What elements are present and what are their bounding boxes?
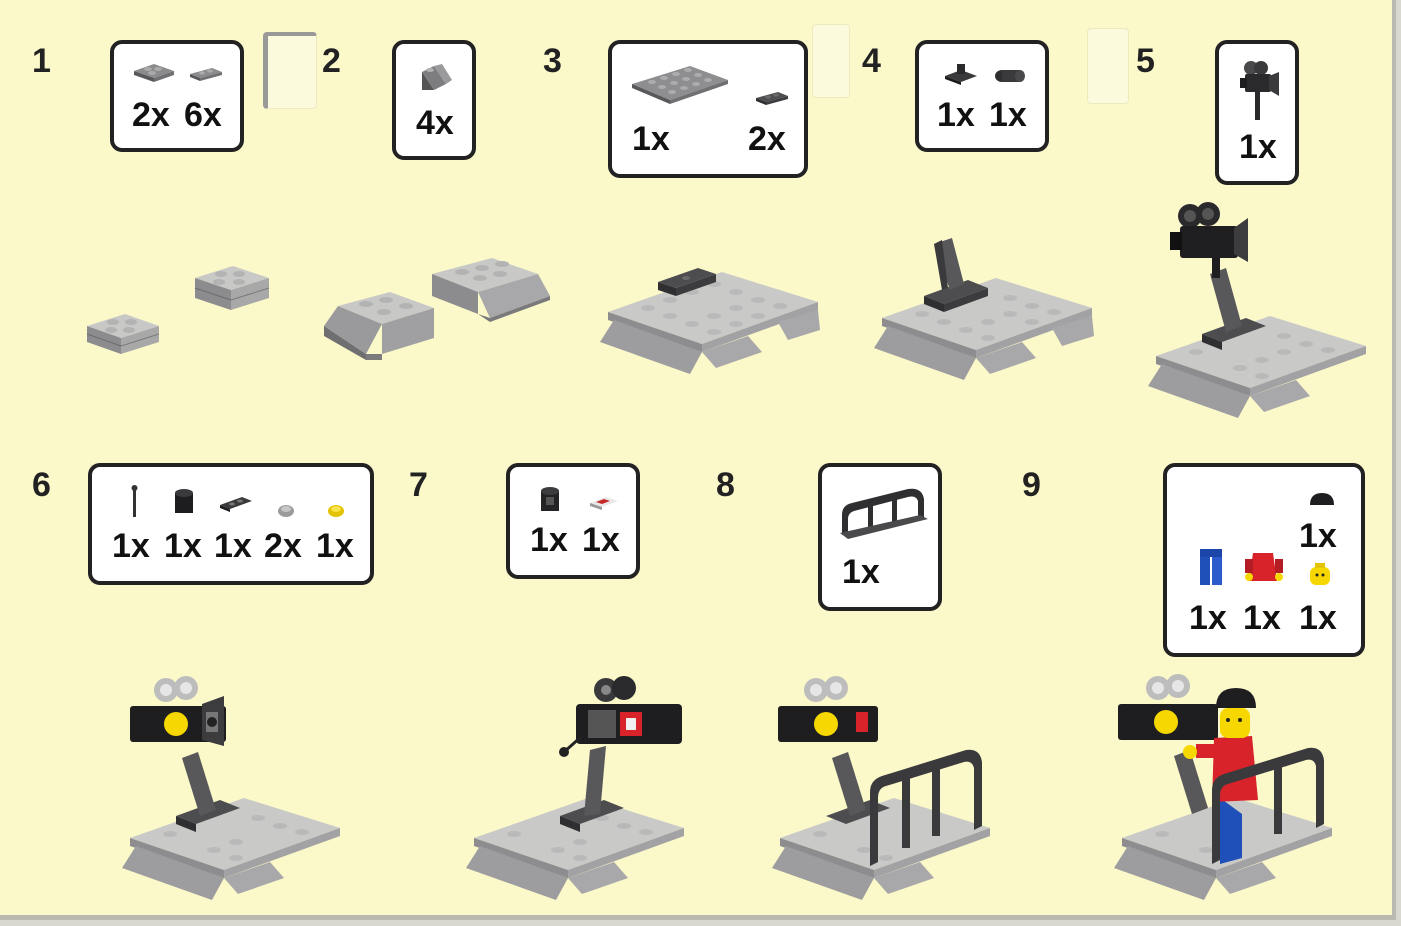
step-4-assembly-illustration	[872, 232, 1096, 382]
step-9-qty-torso: 1x	[1243, 601, 1281, 635]
plate-1x2-icon	[188, 66, 224, 84]
slope-brick-icon	[418, 62, 454, 92]
step-2-parts-box: 4x	[392, 40, 476, 160]
step-6-qty-round-yellow: 1x	[316, 529, 354, 563]
step-6-qty-round-grey: 2x	[264, 529, 302, 563]
step-1-qty-plate: 6x	[184, 98, 222, 132]
hinge-arm-icon	[993, 66, 1027, 86]
step-3-callout-marker	[812, 24, 850, 98]
step-9-assembly-illustration	[1112, 674, 1336, 904]
step-9-parts-box: 1x 1x 1x 1x	[1163, 463, 1365, 657]
step-3-qty-plate-small: 2x	[748, 122, 786, 156]
legs-blue-icon	[1197, 547, 1225, 589]
step-8-parts-box: 1x	[818, 463, 942, 611]
bar-icon	[130, 485, 140, 519]
step-5-parts-box: 1x	[1215, 40, 1299, 185]
step-1-parts-box: 2x 6x	[110, 40, 244, 152]
step-1-assembly-illustration	[85, 262, 275, 362]
tile-1x2-icon	[218, 495, 254, 513]
step-2-qty-slope: 4x	[416, 106, 454, 140]
step-7-parts-box: 1x 1x	[506, 463, 640, 579]
step-8-number: 8	[716, 468, 735, 502]
step-9-number: 9	[1022, 468, 1041, 502]
brick-2x2-icon	[132, 62, 176, 84]
step-6-number: 6	[32, 468, 51, 502]
step-7-qty-tile: 1x	[582, 523, 620, 557]
step-4-callout-marker	[1087, 28, 1129, 104]
step-1-number: 1	[32, 44, 51, 78]
step-5-assembly-illustration	[1146, 196, 1370, 422]
step-3-number: 3	[543, 44, 562, 78]
round-plate-yellow-icon	[326, 503, 346, 519]
step-4-parts-box: 1x 1x	[915, 40, 1049, 152]
head-yellow-icon	[1307, 563, 1333, 589]
step-2-assembly-illustration	[320, 256, 550, 372]
fence-railing-icon	[838, 485, 930, 541]
step-1-callout-marker	[263, 32, 317, 109]
step-6-assembly-illustration	[120, 676, 344, 904]
step-4-qty-hinge-arm: 1x	[989, 98, 1027, 132]
step-6-parts-box: 1x 1x 1x 2x 1x	[88, 463, 374, 585]
step-3-assembly-illustration	[598, 256, 822, 376]
step-6-qty-tile: 1x	[214, 529, 252, 563]
plate-6x8-icon	[630, 62, 730, 106]
step-5-number: 5	[1136, 44, 1155, 78]
printed-tile-icon	[588, 493, 620, 513]
step-3-qty-plate-large: 1x	[632, 122, 670, 156]
step-8-qty-railing: 1x	[842, 555, 880, 589]
plate-1x2-icon	[754, 90, 790, 108]
camera-icon	[1237, 58, 1283, 124]
step-9-qty-head: 1x	[1299, 601, 1337, 635]
step-1-qty-brick: 2x	[132, 98, 170, 132]
step-4-qty-hinge-plate: 1x	[937, 98, 975, 132]
step-4-number: 4	[862, 44, 881, 78]
step-7-qty-brick: 1x	[530, 523, 568, 557]
step-6-qty-brick: 1x	[164, 529, 202, 563]
step-2-number: 2	[322, 44, 341, 78]
torso-red-icon	[1245, 549, 1285, 589]
step-7-assembly-illustration	[464, 676, 688, 904]
cap-icon	[1307, 491, 1337, 507]
step-6-qty-bar: 1x	[112, 529, 150, 563]
round-plate-grey-icon	[276, 503, 296, 519]
brick-1x1-icon	[172, 487, 196, 517]
step-7-number: 7	[409, 468, 428, 502]
brick-with-clip-icon	[538, 485, 564, 515]
step-3-parts-box: 1x 2x	[608, 40, 808, 178]
hinge-plate-icon	[943, 62, 979, 86]
step-9-qty-legs: 1x	[1189, 601, 1227, 635]
step-9-qty-cap: 1x	[1299, 519, 1337, 553]
step-5-qty-camera: 1x	[1239, 130, 1277, 164]
step-8-assembly-illustration	[770, 676, 994, 904]
